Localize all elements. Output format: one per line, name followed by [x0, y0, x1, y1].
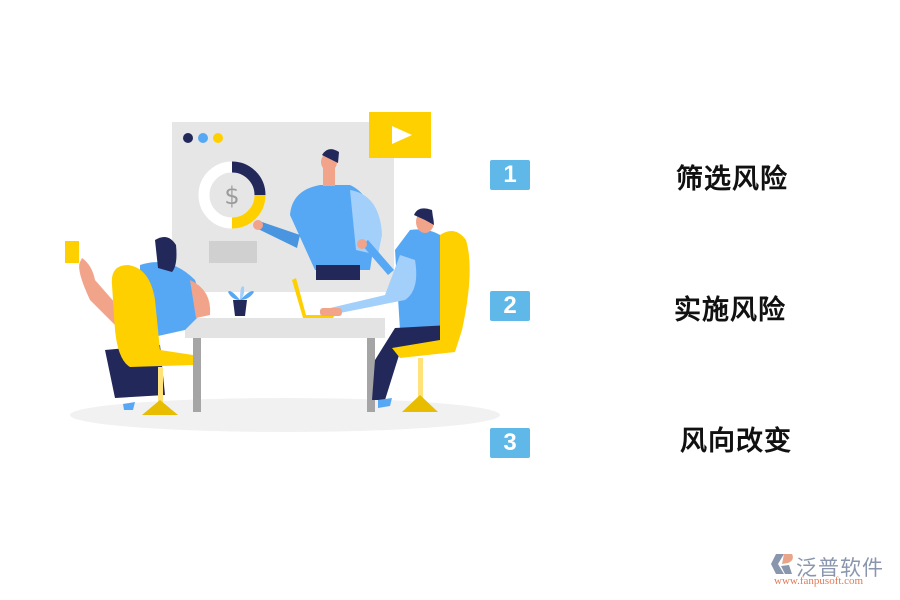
brand-logo: 泛普软件 www.fanpusoft.com [768, 552, 898, 592]
step-badge-3: 3 [490, 428, 530, 458]
logo-name: 泛普软件 [796, 556, 884, 580]
meeting-illustration: $ [65, 112, 500, 432]
step-label-3: 风向改变 [680, 426, 792, 457]
step-badge-1: 1 [490, 160, 530, 190]
dollar-icon: $ [224, 182, 239, 210]
step-label-2: 实施风险 [674, 295, 786, 326]
step-badge-2: 2 [490, 291, 530, 321]
logo-mark-icon [771, 554, 793, 574]
logo-url: www.fanpusoft.com [774, 575, 864, 587]
step-label-1: 筛选风险 [676, 164, 788, 195]
